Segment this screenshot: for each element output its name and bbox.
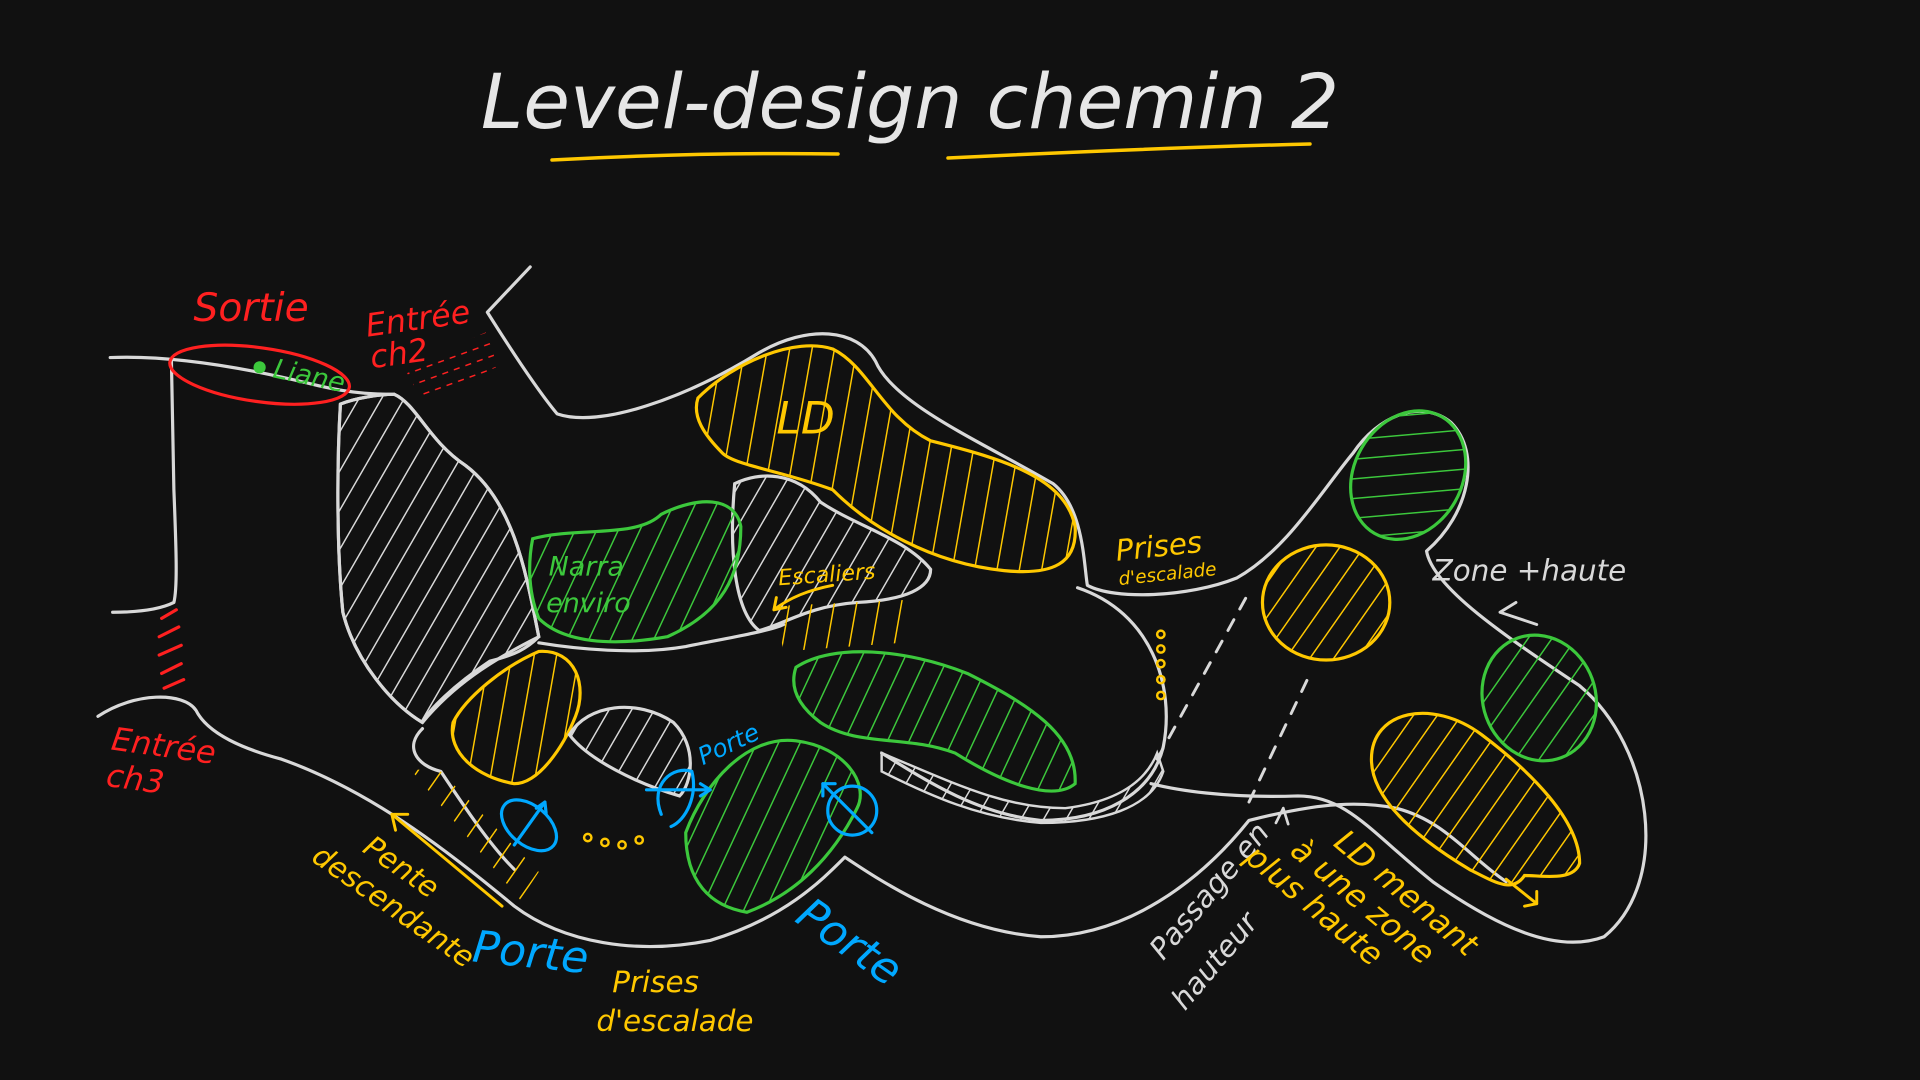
- green-door-zone: [684, 738, 862, 914]
- passage-arrow-icon: [1274, 806, 1290, 826]
- gray-ledge-strip: [880, 749, 1165, 825]
- passage-dashed-line-2: [1247, 672, 1312, 804]
- red-dashes-entree-ch3: [157, 608, 186, 690]
- diagram-title: Level-design chemin 2: [481, 57, 1339, 146]
- door-left-arrow-icon: [512, 800, 548, 847]
- door-right-icon: [826, 784, 879, 837]
- green-center-zone: [792, 650, 1077, 793]
- yellow-ld-zone: [694, 344, 1077, 574]
- escaliers-arrow-icon: [772, 583, 835, 612]
- label-ld: LD: [776, 393, 835, 444]
- pente-arrow-icon: [390, 812, 504, 908]
- door-middle-icon: [644, 768, 712, 829]
- yellow-small-zone: [450, 649, 582, 786]
- label-entree-ch2-line2: ch2: [368, 330, 431, 376]
- yellow-pente-slope: [410, 768, 539, 901]
- label-liane: Liane: [270, 354, 347, 399]
- liane-dot-icon: [253, 361, 266, 374]
- label-prises-bottom-line2: d'escalade: [596, 1004, 753, 1038]
- yellow-right-zone: [1260, 543, 1392, 662]
- door-right-arrow-icon: [821, 782, 874, 835]
- yellow-ld-right-zone: [1369, 711, 1582, 887]
- climbing-holds-bottom: [582, 832, 645, 850]
- title-underline-right: [946, 142, 1312, 160]
- label-narra-line1: Narra: [549, 552, 624, 583]
- label-entree-ch3: Entrée ch3: [104, 720, 228, 810]
- label-porte-left: Porte: [470, 921, 591, 984]
- climbing-holds-top: [1155, 629, 1166, 701]
- gray-middle-zone: [567, 705, 692, 798]
- zone-haute-arrow-icon: [1498, 600, 1539, 626]
- label-narra-enviro: Narra enviro: [546, 552, 632, 620]
- label-sortie: Sortie: [193, 286, 308, 331]
- yellow-escaliers-steps: [773, 600, 904, 652]
- gray-hatched-wall-left: [336, 392, 541, 725]
- green-right-zone: [1480, 633, 1599, 763]
- passage-dashed-line-1: [1155, 586, 1253, 761]
- label-prises-escalade-bottom: Prises d'escalade: [596, 965, 753, 1038]
- title-underline-left: [550, 151, 840, 162]
- green-narra-enviro-zone: [528, 500, 743, 644]
- green-top-right-zone: [1349, 409, 1468, 541]
- label-porte-right: Porte: [787, 888, 911, 996]
- label-passage-en-hauteur: Passage en hauteur: [1127, 809, 1320, 1016]
- label-prises-bottom-line1: Prises: [612, 965, 699, 999]
- ld-right-arrow-icon: [1504, 877, 1539, 908]
- red-hatch-entree-ch2: [404, 330, 496, 402]
- gray-escaliers-zone: [730, 474, 933, 633]
- label-entree-ch3-line2: ch3: [104, 756, 167, 802]
- sortie-ellipse: [168, 343, 351, 406]
- label-zone-haute: Zone +haute: [1432, 553, 1627, 587]
- label-narra-line2: enviro: [546, 588, 631, 619]
- label-prises-escalade-top: Prises d'escalade: [1114, 524, 1218, 590]
